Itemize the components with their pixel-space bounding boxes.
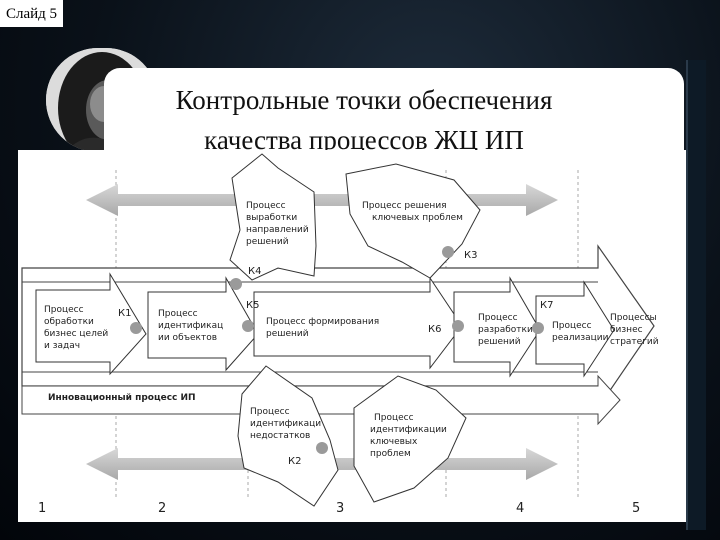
svg-text:Процесс реализации: Процесс реализации [552,321,609,343]
develop-line-3: решений [478,337,521,347]
process-forming-arrow: Процесс формирования решений [253,276,463,370]
shortcomings-line-2: идентификаци [250,419,321,429]
stage-1: 1 [38,501,46,516]
process-develop-arrow: Процесс разработки решений [453,276,541,378]
checkpoint-k3-label: К3 [464,250,477,261]
process-goals-arrow: Процесс обработки бизнес целей и задач [35,272,147,376]
process-shortcomings-arrow: Процесс идентификаци недостатков [237,365,339,507]
realize-line-2: реализации [552,333,609,343]
key-problems-line-1: Процесс [374,413,414,423]
stage-4: 4 [516,501,524,516]
checkpoint-k5-dot [242,320,254,332]
process-realize-arrow: Процесс реализации [535,280,615,378]
svg-text:Процесс разработки: Процесс разработки решений [478,313,536,347]
svg-text:Процесс идентификац: Процесс идентификац ии объектов [158,309,226,343]
title-background [104,68,684,154]
svg-text:Процесс формирования р: Процесс формирования решений [266,317,382,339]
diagram-panel: Инновационный процесс ИП Процесс обработ… [18,150,686,522]
business-line-1: Процессы [610,313,657,323]
innovation-process-arrow: Инновационный процесс ИП [21,374,621,426]
business-line-2: бизнес [610,325,643,335]
checkpoint-k4-dot [230,278,242,290]
svg-text:Процесс выработки: Процесс выработки направлений решений [246,201,312,247]
checkpoint-k6-dot [452,320,464,332]
top-double-arrow [86,184,558,216]
checkpoint-k3-dot [442,246,454,258]
title-line-1: Контрольные точки обеспечения [175,85,553,115]
goals-line-3: бизнес целей [44,329,108,339]
develop-line-1: Процесс [478,313,518,323]
generation-line-4: решений [246,237,289,247]
slide-title: Контрольные точки обеспечения качества п… [104,80,624,160]
svg-text:Процесс решения ключев: Процесс решения ключевых проблем [362,201,463,223]
slide-number-label: Слайд 5 [0,0,64,27]
checkpoint-k1-dot [130,322,142,334]
generation-line-3: направлений [246,225,309,235]
stage-5: 5 [632,501,640,516]
business-strategies-text: Процессы бизнес стратегий [610,313,660,347]
process-identify-objects-arrow: Процесс идентификац ии объектов [147,276,259,372]
checkpoints: К1 К2 К3 К4 К5 К6 К7 [118,246,553,467]
stage-numbers: 1 2 3 4 5 [38,501,640,516]
process-key-problems-arrow: Процесс идентификации ключевых проблем [353,375,467,503]
checkpoint-k2-label: К2 [288,456,301,467]
realize-line-1: Процесс [552,321,592,331]
solving-line-1: Процесс решения [362,201,447,211]
key-problems-line-4: проблем [370,449,411,459]
process-diagram: Инновационный процесс ИП Процесс обработ… [21,153,660,516]
generation-line-1: Процесс [246,201,286,211]
shortcomings-line-1: Процесс [250,407,290,417]
forming-line-1: Процесс формирования [266,317,379,327]
key-problems-line-3: ключевых [370,437,418,447]
stage-2: 2 [158,501,166,516]
checkpoint-k5-label: К5 [246,300,259,311]
checkpoint-k6-label: К6 [428,324,441,335]
innovation-process-label: Инновационный процесс ИП [48,393,196,403]
svg-text:Процесс идентификаци: Процесс идентификаци недостатков [250,407,324,441]
checkpoint-k7-label: К7 [540,300,553,311]
goals-line-4: и задач [44,341,80,351]
right-frame [686,60,706,530]
business-line-3: стратегий [610,337,659,347]
solving-line-2: ключевых проблем [372,213,463,223]
process-solving-arrow: Процесс решения ключевых проблем [345,163,481,279]
process-generation-arrow: Процесс выработки направлений решений [229,153,317,281]
key-problems-line-2: идентификации [370,425,447,435]
develop-line-2: разработки [478,325,533,335]
checkpoint-k4-label: К4 [248,266,261,277]
forming-line-2: решений [266,329,309,339]
identify-objects-line-2: идентификац [158,321,223,331]
svg-text:Процесс обработки: Процесс обработки бизнес целей и задач [44,305,111,351]
identify-objects-line-1: Процесс [158,309,198,319]
svg-text:Процесс идентификации: Процесс идентификации ключевых проблем [370,413,450,459]
generation-line-2: выработки [246,213,297,223]
goals-line-1: Процесс [44,305,84,315]
shortcomings-line-3: недостатков [250,431,310,441]
identify-objects-line-3: ии объектов [158,333,217,343]
checkpoint-k1-label: К1 [118,308,131,319]
checkpoint-k7-dot [532,322,544,334]
goals-line-2: обработки [44,317,94,327]
checkpoint-k2-dot [316,442,328,454]
stage-3: 3 [336,501,344,516]
